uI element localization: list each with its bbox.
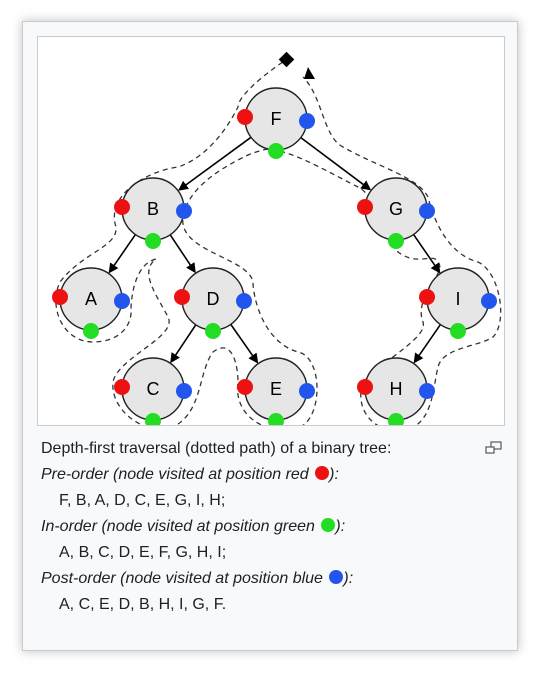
red-dot-icon [357, 199, 373, 215]
inorder-heading: In-order (node visited at position green… [41, 518, 503, 544]
edge-F-G [300, 136, 372, 191]
edge-I-H [413, 324, 442, 364]
tree-node-D: D [174, 267, 252, 339]
preorder-heading: Pre-order (node visited at position red … [41, 466, 503, 492]
tree-node-F: F [237, 87, 315, 159]
green-dot-icon [268, 143, 284, 159]
green-dot-icon [145, 233, 161, 249]
blue-dot-icon [481, 293, 497, 309]
green-dot-icon [83, 323, 99, 339]
red-dot-icon [114, 379, 130, 395]
node-label-I: I [455, 289, 460, 309]
preorder-close: ): [329, 466, 339, 483]
green-dot-icon [268, 413, 284, 425]
blue-dot-icon [419, 383, 435, 399]
green-dot-icon [388, 233, 404, 249]
postorder-label: Post-order (node visited at position blu… [41, 570, 328, 587]
postorder-heading: Post-order (node visited at position blu… [41, 570, 503, 596]
enlarge-icon[interactable] [485, 441, 503, 455]
tree-nodes: F B G A D I C E H [52, 87, 497, 425]
node-label-A: A [85, 289, 97, 309]
figure-caption: Depth-first traversal (dotted path) of a… [41, 440, 503, 622]
red-dot-icon [315, 466, 330, 480]
edge-B-D [169, 234, 196, 274]
edge-B-A [108, 234, 137, 274]
edge-D-E [230, 323, 259, 364]
blue-dot-icon [299, 113, 315, 129]
red-dot-icon [237, 109, 253, 125]
red-dot-icon [174, 289, 190, 305]
tree-edges [108, 136, 442, 364]
node-label-H: H [390, 379, 403, 399]
edge-F-B [178, 136, 252, 191]
node-label-B: B [147, 199, 159, 219]
blue-dot-icon [236, 293, 252, 309]
tree-node-A: A [52, 267, 130, 339]
green-dot-icon [450, 323, 466, 339]
blue-dot-icon [419, 203, 435, 219]
tree-node-B: B [114, 177, 192, 249]
caption-title-text: Depth-first traversal (dotted path) of a… [41, 440, 392, 457]
preorder-label: Pre-order (node visited at position red [41, 466, 314, 483]
node-label-E: E [270, 379, 282, 399]
inorder-list: A, B, C, D, E, F, G, H, I; [59, 544, 227, 561]
caption-title: Depth-first traversal (dotted path) of a… [41, 440, 503, 466]
tree-node-I: I [419, 267, 497, 339]
preorder-list: F, B, A, D, C, E, G, I, H; [59, 492, 226, 509]
red-dot-icon [419, 289, 435, 305]
node-label-D: D [207, 289, 220, 309]
green-dot-icon [205, 323, 221, 339]
red-dot-icon [357, 379, 373, 395]
red-dot-icon [237, 379, 253, 395]
tree-node-C: C [114, 357, 192, 425]
node-label-G: G [389, 199, 403, 219]
blue-dot-icon [114, 293, 130, 309]
node-label-F: F [271, 109, 282, 129]
edge-D-C [170, 324, 197, 364]
tree-diagram-image[interactable]: F B G A D I C E H [37, 36, 505, 426]
image-thumbnail: F B G A D I C E H Depth-first traversal (dotted … [22, 21, 518, 651]
blue-dot-icon [176, 203, 192, 219]
tree-node-G: G [357, 177, 435, 249]
postorder-list: A, C, E, D, B, H, I, G, F. [59, 596, 227, 613]
edge-G-I [412, 234, 441, 274]
red-dot-icon [114, 199, 130, 215]
postorder-close: ): [343, 570, 354, 587]
green-dot-icon [388, 413, 404, 425]
inorder-close: ): [335, 518, 346, 535]
inorder-label: In-order (node visited at position green [41, 518, 320, 535]
binary-tree-diagram: F B G A D I C E H [52, 51, 502, 425]
blue-dot-icon [176, 383, 192, 399]
blue-dot-icon [299, 383, 315, 399]
blue-dot-icon [329, 570, 344, 584]
tree-node-H: H [357, 357, 435, 425]
green-dot-icon [321, 518, 336, 532]
node-label-C: C [147, 379, 160, 399]
tree-node-E: E [237, 357, 315, 425]
red-dot-icon [52, 289, 68, 305]
green-dot-icon [145, 413, 161, 425]
